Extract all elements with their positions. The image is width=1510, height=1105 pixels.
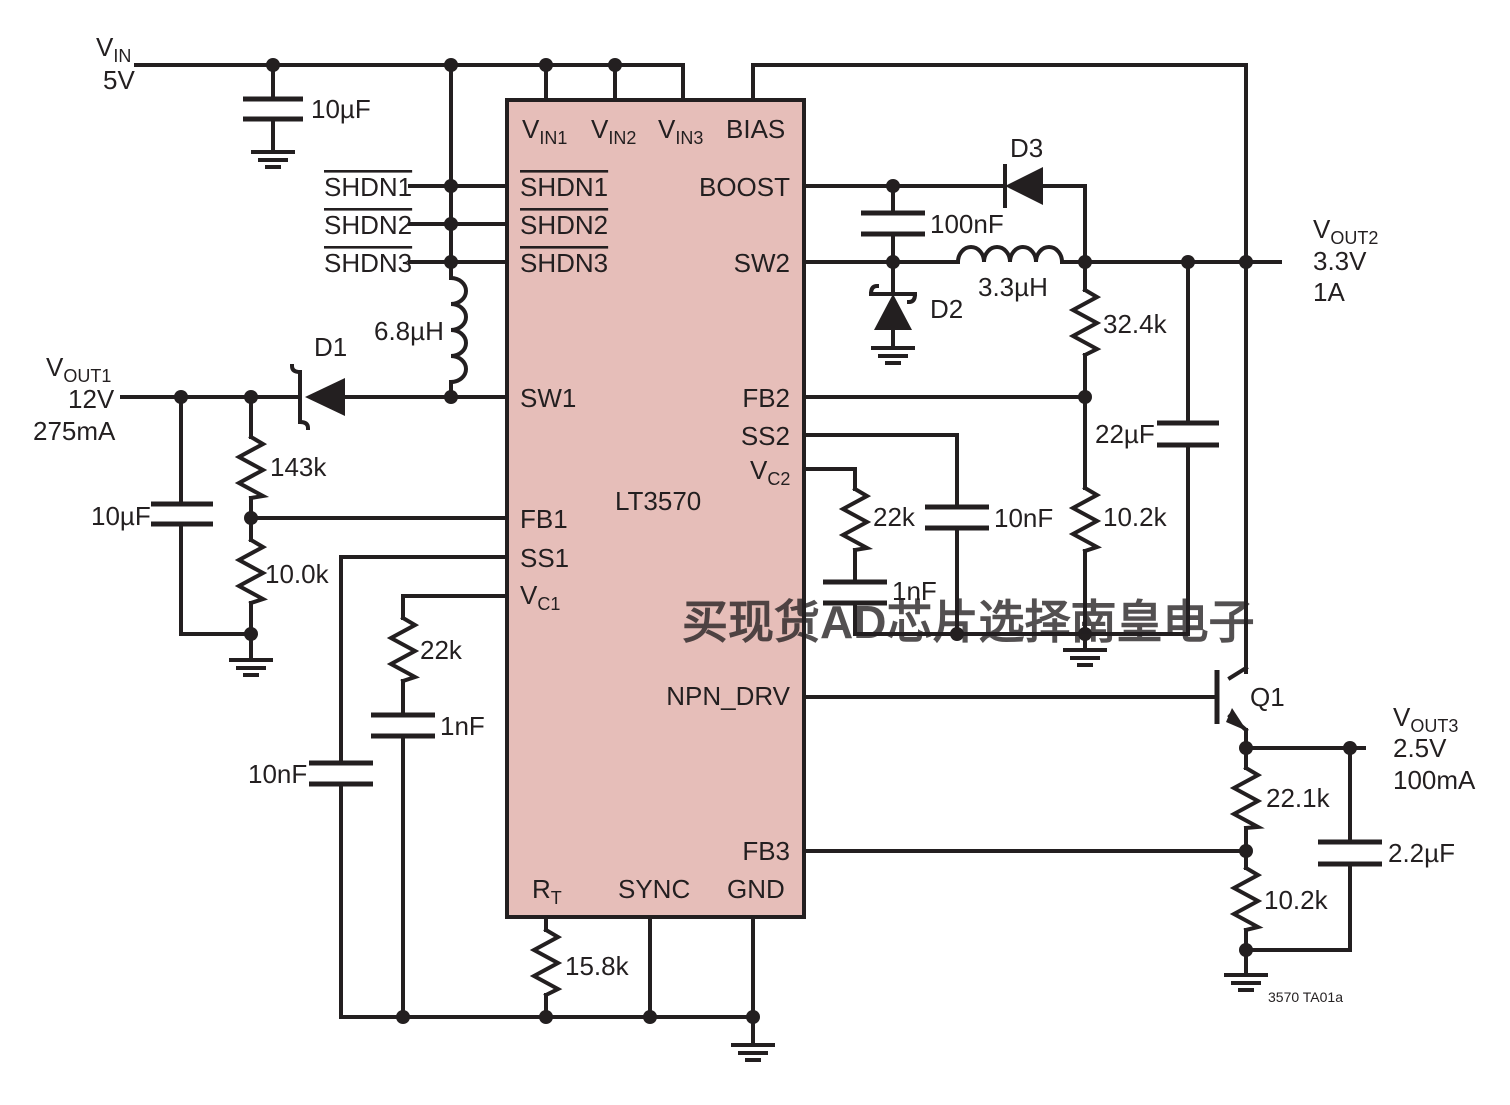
diode-d3	[1003, 164, 1043, 208]
c-vout2-label: 22µF	[1095, 419, 1155, 449]
c-ss2-label: 10nF	[994, 503, 1053, 533]
resistor-vc1	[386, 615, 421, 684]
ic-part-number: LT3570	[615, 486, 701, 516]
r-vc2-label: 22k	[873, 502, 916, 532]
resistor-143k	[234, 434, 270, 501]
c-vin-label: 10µF	[311, 94, 371, 124]
vc2-capacitor	[823, 579, 887, 606]
pin-vin1: VIN1	[522, 114, 567, 148]
inductor-l2	[955, 245, 1065, 265]
output3-capacitor	[1318, 839, 1382, 867]
vin-label: VIN	[96, 32, 131, 66]
pin-rt: RT	[532, 874, 562, 908]
l1-label: 6.8µH	[374, 316, 444, 346]
r-22-1k-label: 22.1k	[1266, 783, 1331, 813]
vout2-voltage: 3.3V	[1313, 246, 1367, 276]
resistor-32-4k	[1068, 287, 1102, 358]
pin-sw2: SW2	[734, 248, 790, 278]
r-10-2k-fb3-label: 10.2k	[1264, 885, 1329, 915]
d1-label: D1	[314, 332, 347, 362]
ss1-capacitor	[309, 760, 373, 787]
r-10-0k-label: 10.0k	[265, 559, 330, 589]
pin-shdn2: SHDN2	[520, 210, 608, 240]
pin-fb1: FB1	[520, 504, 568, 534]
resistor-rt	[529, 927, 563, 998]
resistor-22-1k	[1229, 765, 1265, 831]
pin-fb3: FB3	[742, 836, 790, 866]
vout1-voltage: 12V	[68, 384, 115, 414]
boost-capacitor	[861, 210, 925, 237]
vout3-label: VOUT3	[1393, 702, 1458, 736]
vin-value: 5V	[103, 65, 135, 95]
r-143k-label: 143k	[270, 452, 327, 482]
vout3-current: 100mA	[1393, 765, 1476, 795]
c-boost-label: 100nF	[930, 209, 1004, 239]
transistor-q1	[1214, 670, 1247, 731]
pin-shdn1: SHDN1	[520, 172, 608, 202]
pin-sync: SYNC	[618, 874, 690, 904]
resistor-10-2k-fb3	[1229, 865, 1264, 933]
net-labels: VIN 5V SHDN1 SHDN2 SHDN3 VOUT1 12V 275mA…	[33, 32, 1476, 795]
resistor-10-2k-fb2	[1068, 485, 1103, 554]
pin-sw1: SW1	[520, 383, 576, 413]
vout2-current: 1A	[1313, 277, 1345, 307]
d2-label: D2	[930, 294, 963, 324]
ground-icon	[731, 1043, 775, 1062]
lt3570-chip-body	[505, 98, 806, 919]
pin-vc1: VC1	[520, 580, 560, 614]
component-labels: 10µF 6.8µH D1 143k 10.0k 10µF 22k 1nF 10…	[91, 94, 1455, 981]
junction-dots	[174, 58, 1357, 1024]
ground-icon	[871, 346, 915, 365]
input-capacitor	[243, 96, 303, 122]
c-vc1-label: 1nF	[440, 711, 485, 741]
l2-label: 3.3µH	[978, 272, 1048, 302]
ground-icon	[251, 150, 295, 169]
shdn3-input-label: SHDN3	[324, 248, 412, 278]
pin-npn-drv: NPN_DRV	[666, 681, 790, 711]
d3-label: D3	[1010, 133, 1043, 163]
pin-vin3: VIN3	[658, 114, 703, 148]
r-rt-label: 15.8k	[565, 951, 630, 981]
figure-id: 3570 TA01a	[1268, 989, 1343, 1005]
vout3-voltage: 2.5V	[1393, 733, 1447, 763]
pin-vin2: VIN2	[591, 114, 636, 148]
c-vout1-label: 10µF	[91, 501, 151, 531]
c-vc2-label: 1nF	[892, 576, 937, 606]
vout1-label: VOUT1	[46, 352, 111, 386]
output1-capacitor	[151, 501, 213, 527]
ground-symbols	[229, 150, 1268, 1062]
ss2-capacitor	[925, 504, 989, 531]
pin-gnd: GND	[727, 874, 785, 904]
c-ss1-label: 10nF	[248, 759, 307, 789]
pin-ss1: SS1	[520, 543, 569, 573]
vc1-capacitor	[371, 712, 435, 739]
q1-label: Q1	[1250, 682, 1285, 712]
pin-fb2: FB2	[742, 383, 790, 413]
pin-bias: BIAS	[726, 114, 785, 144]
pin-shdn3: SHDN3	[520, 248, 608, 278]
watermark: 买现货AD芯片选择南皇电子	[682, 596, 1254, 648]
vout1-current: 275mA	[33, 416, 116, 446]
pin-vc2: VC2	[750, 455, 790, 489]
ic-pin-labels: VIN1 VIN2 VIN3 BIAS SHDN1 SHDN2 SHDN3 SW…	[520, 114, 791, 908]
resistor-vc2	[838, 486, 874, 553]
diode-d2	[868, 283, 918, 330]
ground-icon	[1224, 973, 1268, 992]
shdn1-input-label: SHDN1	[324, 172, 412, 202]
output2-capacitor	[1157, 420, 1219, 448]
resistor-10-0k	[234, 537, 269, 606]
r-32-4k-label: 32.4k	[1103, 309, 1168, 339]
pin-boost: BOOST	[699, 172, 790, 202]
diode-d1	[289, 363, 345, 431]
r-10-2k-fb2-label: 10.2k	[1103, 502, 1168, 532]
shdn2-input-label: SHDN2	[324, 210, 412, 240]
r-vc1-label: 22k	[420, 635, 463, 665]
ground-icon	[1063, 648, 1107, 667]
c-vout3-label: 2.2µF	[1388, 838, 1455, 868]
inductor-l1	[448, 275, 468, 385]
vout2-label: VOUT2	[1313, 214, 1378, 248]
pin-ss2: SS2	[741, 421, 790, 451]
ground-icon	[229, 658, 273, 677]
